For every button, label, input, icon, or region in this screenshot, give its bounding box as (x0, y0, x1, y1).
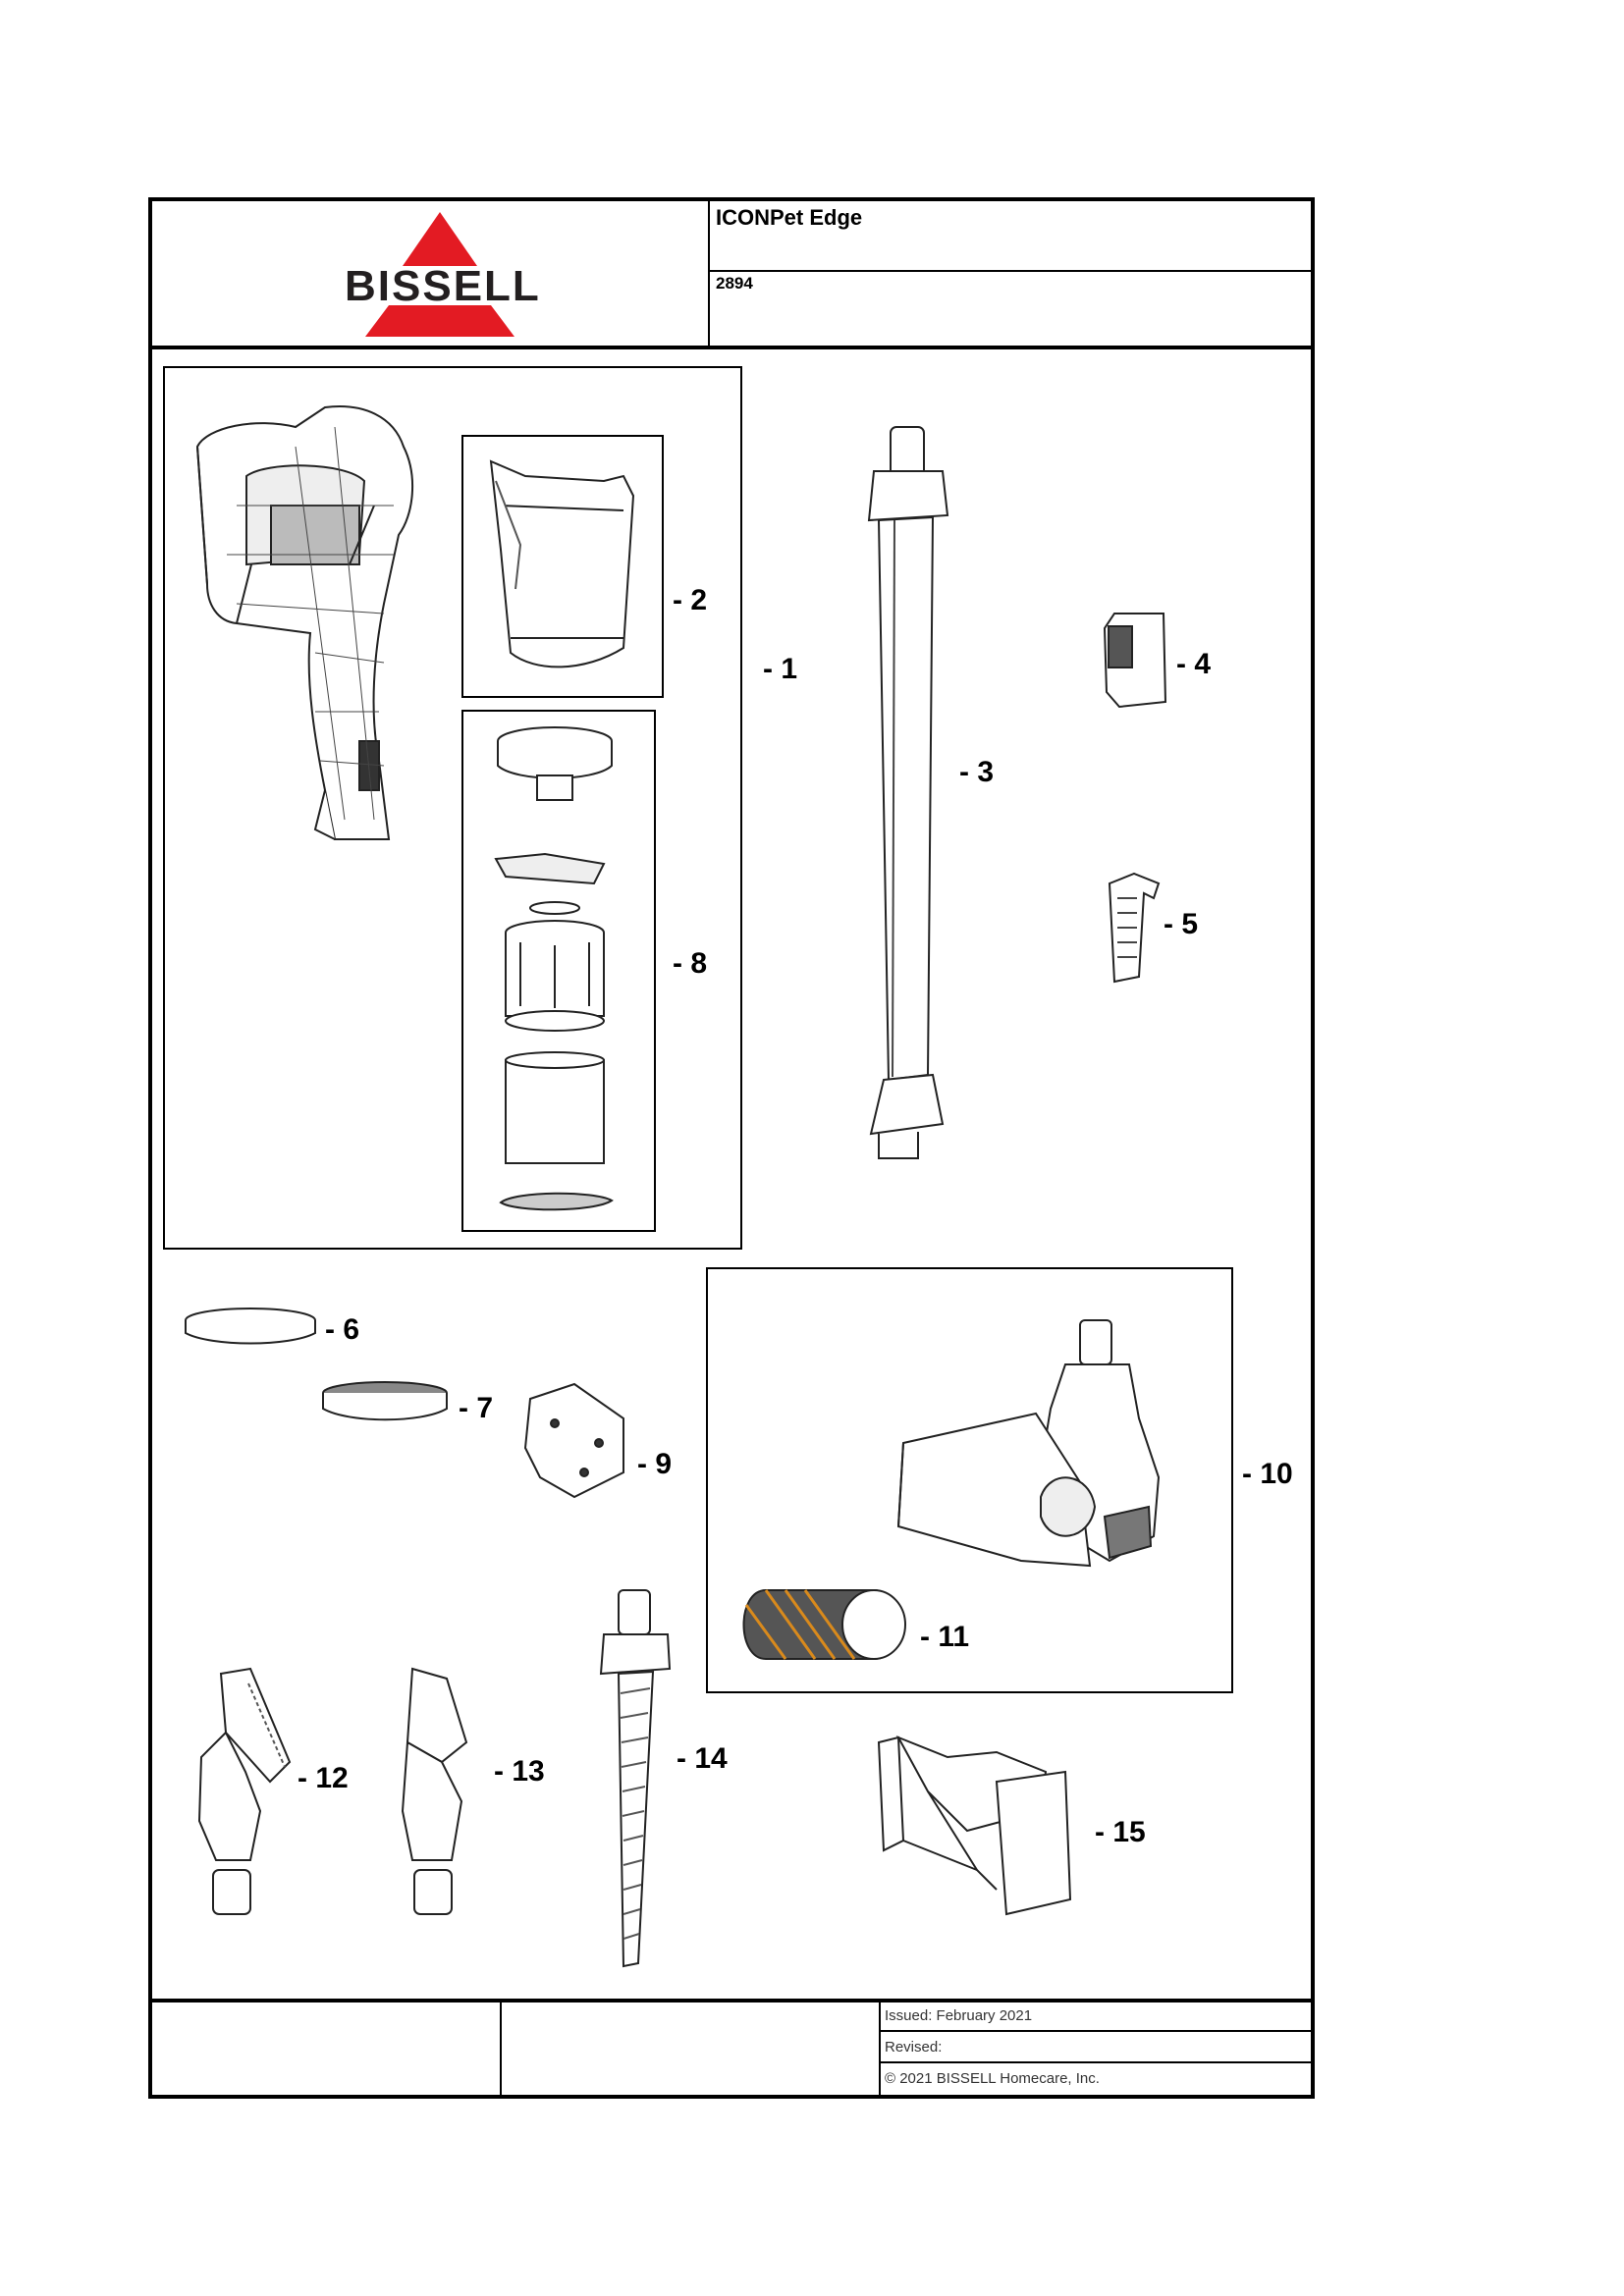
tool-caddy (869, 1733, 1085, 1919)
model-number-cell: 2894 (710, 272, 1311, 346)
bissell-logo-icon (365, 212, 514, 337)
model-number: 2894 (716, 274, 753, 293)
panel-floor-nozzle (706, 1267, 1233, 1693)
callout-15: - 15 (1095, 1816, 1146, 1848)
copyright: © 2021 BISSELL Homecare, Inc. (885, 2070, 1100, 2087)
issued-date: Issued: February 2021 (881, 2002, 1311, 2032)
title-block: BISSELL ICONPet Edge 2894 (152, 201, 1311, 349)
callout-9: - 9 (637, 1448, 673, 1480)
callout-8: - 8 (673, 947, 708, 980)
model-name: ICONPet Edge (716, 205, 863, 230)
handheld-vacuum-body (178, 388, 443, 859)
callout-6: - 6 (325, 1313, 360, 1346)
callout-2: - 2 (673, 584, 708, 616)
dusting-brush-tool (393, 1664, 481, 1924)
battery-module (515, 1379, 628, 1502)
callout-13: - 13 (494, 1755, 545, 1788)
battery-pack (1095, 609, 1173, 712)
footer-block: Issued: February 2021 Revised: © 2021 BI… (152, 1999, 1311, 2095)
callout-12: - 12 (298, 1762, 349, 1794)
pre-motor-filter (182, 1306, 319, 1350)
footer-cell-2 (502, 2002, 881, 2095)
pet-tool (191, 1664, 299, 1919)
callout-5: - 5 (1164, 908, 1199, 940)
crevice-tool (589, 1585, 682, 1978)
revised-date: Revised: (881, 2034, 1311, 2063)
bissell-logo-text: BISSELL (345, 262, 541, 310)
brush-roll (727, 1575, 923, 1674)
extension-wand (849, 427, 967, 1173)
parts-diagram-sheet: BISSELL ICONPet Edge 2894 (148, 197, 1315, 2099)
callout-1: - 1 (763, 653, 798, 685)
callout-4: - 4 (1176, 648, 1212, 680)
model-name-cell: ICONPet Edge (710, 201, 1311, 272)
panel-dust-cup (461, 435, 664, 698)
dust-cup (476, 452, 653, 677)
crevice-clip (1100, 869, 1168, 987)
logo-cell: BISSELL (152, 201, 710, 346)
footer-cell-1 (152, 2002, 502, 2095)
filter-frame (319, 1379, 452, 1428)
callout-11: - 11 (920, 1621, 970, 1653)
filter-stack (476, 721, 643, 1222)
panel-main-unit (163, 366, 742, 1250)
callout-10: - 10 (1242, 1458, 1293, 1490)
callout-14: - 14 (677, 1742, 728, 1775)
panel-filter-stack (461, 710, 656, 1232)
callout-3: - 3 (959, 756, 995, 788)
callout-7: - 7 (459, 1392, 494, 1424)
floor-nozzle (884, 1310, 1178, 1595)
